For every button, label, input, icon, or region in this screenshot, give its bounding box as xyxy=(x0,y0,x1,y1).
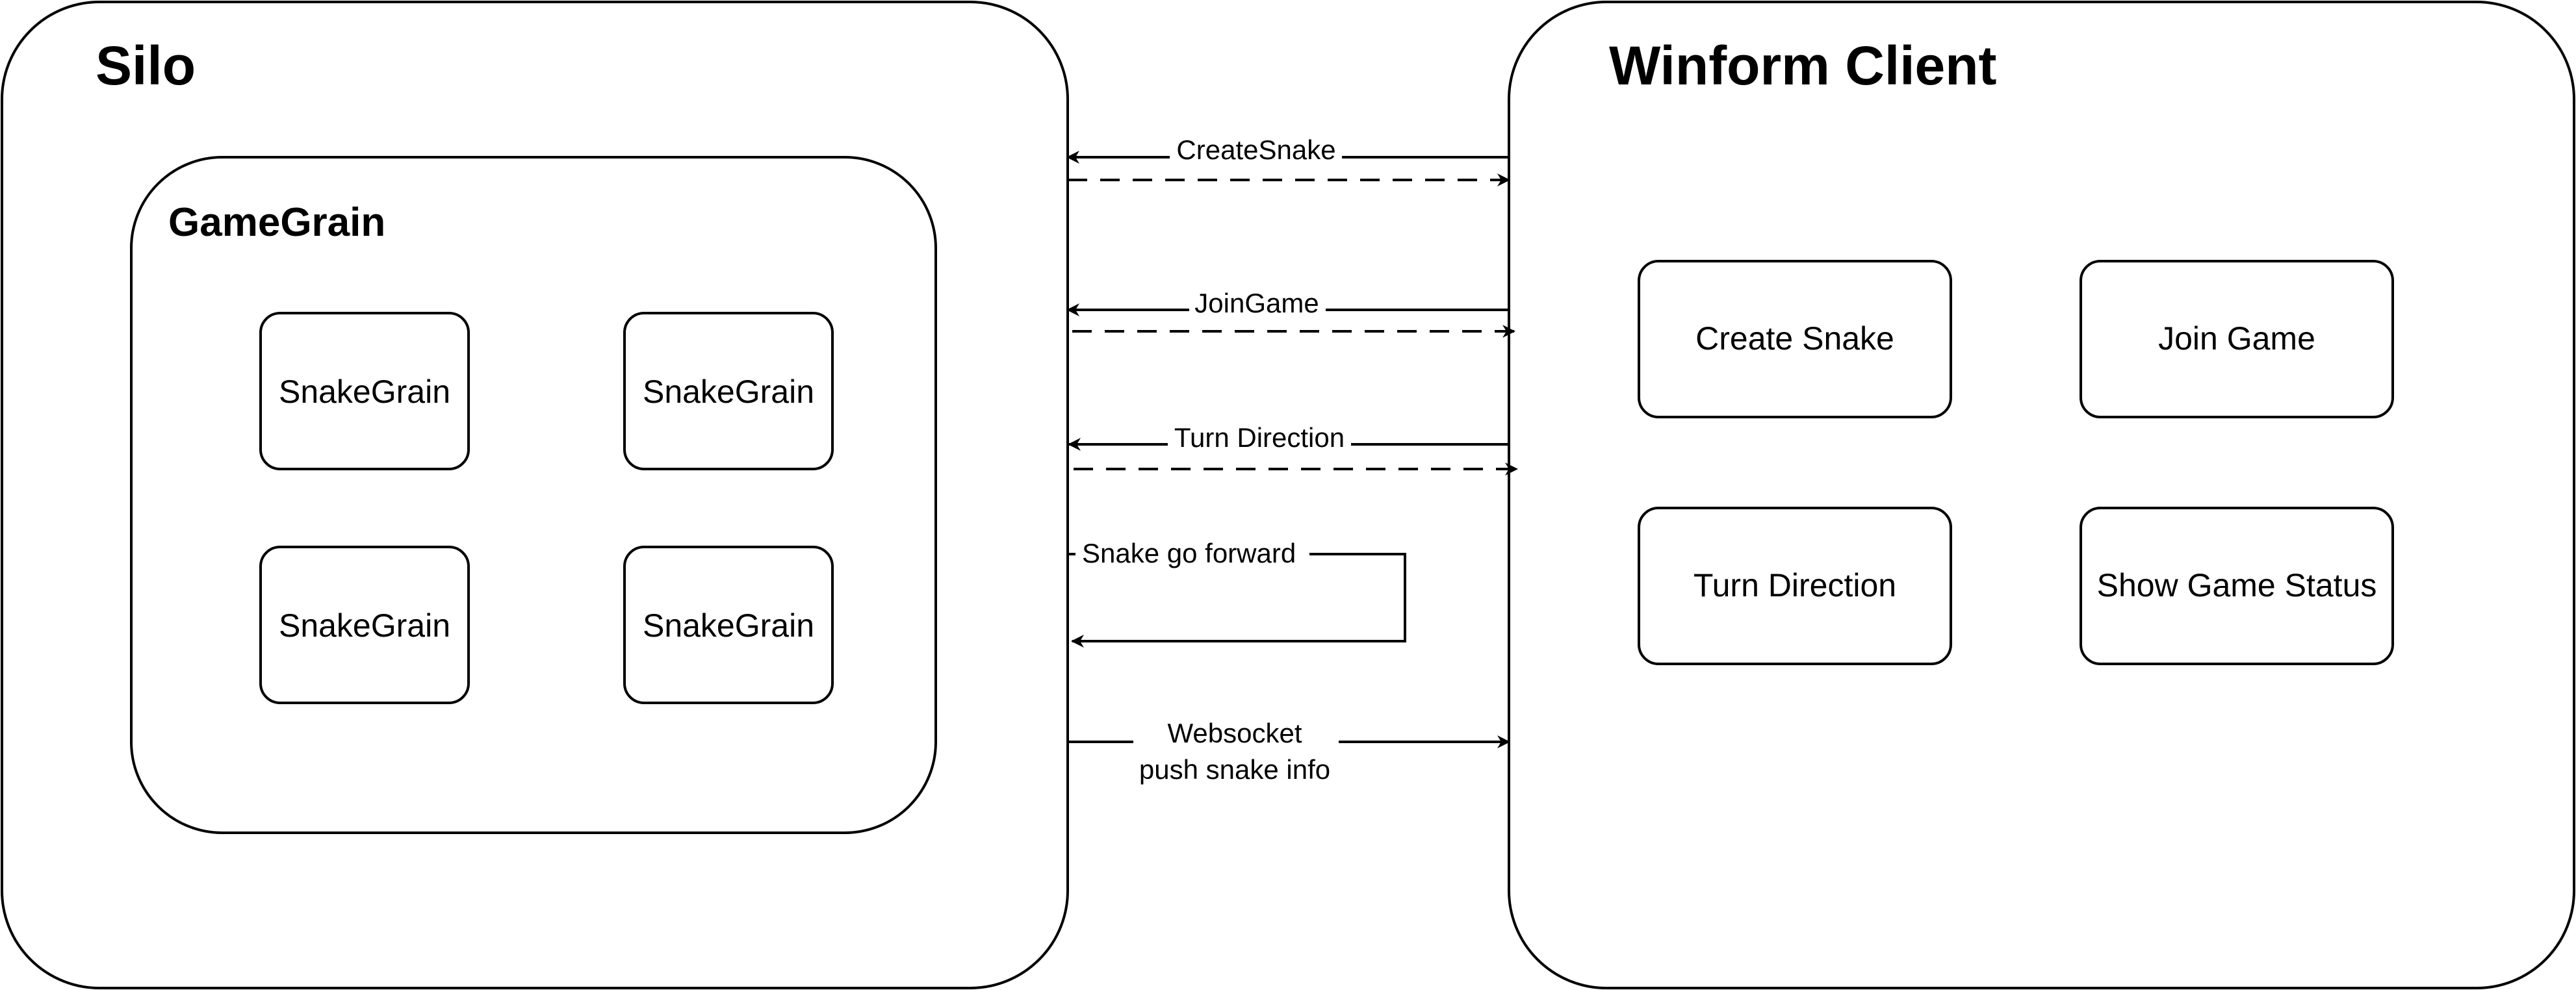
silo-title: Silo xyxy=(96,35,196,96)
client-box xyxy=(1508,1,2575,989)
game-grain-container: GameGrain SnakeGrain SnakeGrain SnakeGra… xyxy=(130,156,937,834)
snake-grain-label: SnakeGrain xyxy=(643,374,814,410)
client-title: Winform Client xyxy=(1609,35,1997,96)
snake-grain-2: SnakeGrain xyxy=(623,312,834,470)
edge-websocket: Websocket push snake info xyxy=(1068,712,1510,787)
snake-grain-label: SnakeGrain xyxy=(279,607,450,644)
snake-grain-box xyxy=(623,312,834,470)
join-game-label-bg xyxy=(1189,288,1326,322)
snake-grain-box xyxy=(259,546,470,704)
game-grain-title: GameGrain xyxy=(168,200,385,245)
show-game-status-box[interactable] xyxy=(2080,507,2394,665)
websocket-edge-label-line2: push snake info xyxy=(1139,754,1330,785)
edge-snake-forward: Snake go forward xyxy=(1068,534,1406,648)
websocket-edge-label-line1: Websocket xyxy=(1168,718,1302,748)
create-snake-label-bg xyxy=(1170,135,1342,169)
silo-container: Silo GameGrain SnakeGrain SnakeGrain Sna… xyxy=(1,1,1069,989)
snake-grain-3: SnakeGrain xyxy=(259,546,470,704)
turn-direction-label: Turn Direction xyxy=(1694,567,1896,603)
edge-turn-direction: Turn Direction xyxy=(1068,422,1518,476)
edge-join-game: JoinGame xyxy=(1066,288,1515,338)
turn-direction-edge-label: Turn Direction xyxy=(1174,422,1345,453)
join-game-button[interactable]: Join Game xyxy=(2080,260,2394,418)
snake-grain-label: SnakeGrain xyxy=(643,607,814,644)
snake-forward-label-bg xyxy=(1075,534,1309,569)
create-snake-box[interactable] xyxy=(1638,260,1952,418)
join-game-label: Join Game xyxy=(2158,320,2315,357)
create-snake-edge-label: CreateSnake xyxy=(1176,134,1335,165)
create-snake-button[interactable]: Create Snake xyxy=(1638,260,1952,418)
snake-forward-edge-label: Snake go forward xyxy=(1082,538,1296,568)
client-container: Winform Client Create Snake Join Game Tu… xyxy=(1508,1,2575,989)
game-grain-box xyxy=(130,156,937,834)
show-game-status-button[interactable]: Show Game Status xyxy=(2080,507,2394,665)
join-game-edge-label: JoinGame xyxy=(1194,288,1319,318)
snake-grain-box xyxy=(623,546,834,704)
turn-direction-box[interactable] xyxy=(1638,507,1952,665)
snake-grain-box xyxy=(259,312,470,470)
turn-direction-label-bg xyxy=(1168,423,1351,457)
snake-grain-label: SnakeGrain xyxy=(279,374,450,410)
show-game-status-label: Show Game Status xyxy=(2097,567,2377,603)
snake-grain-4: SnakeGrain xyxy=(623,546,834,704)
edge-create-snake: CreateSnake xyxy=(1066,134,1510,186)
join-game-box[interactable] xyxy=(2080,260,2394,418)
websocket-label-bg xyxy=(1133,712,1339,787)
snake-grain-1: SnakeGrain xyxy=(259,312,470,470)
create-snake-label: Create Snake xyxy=(1695,320,1894,357)
turn-direction-button[interactable]: Turn Direction xyxy=(1638,507,1952,665)
